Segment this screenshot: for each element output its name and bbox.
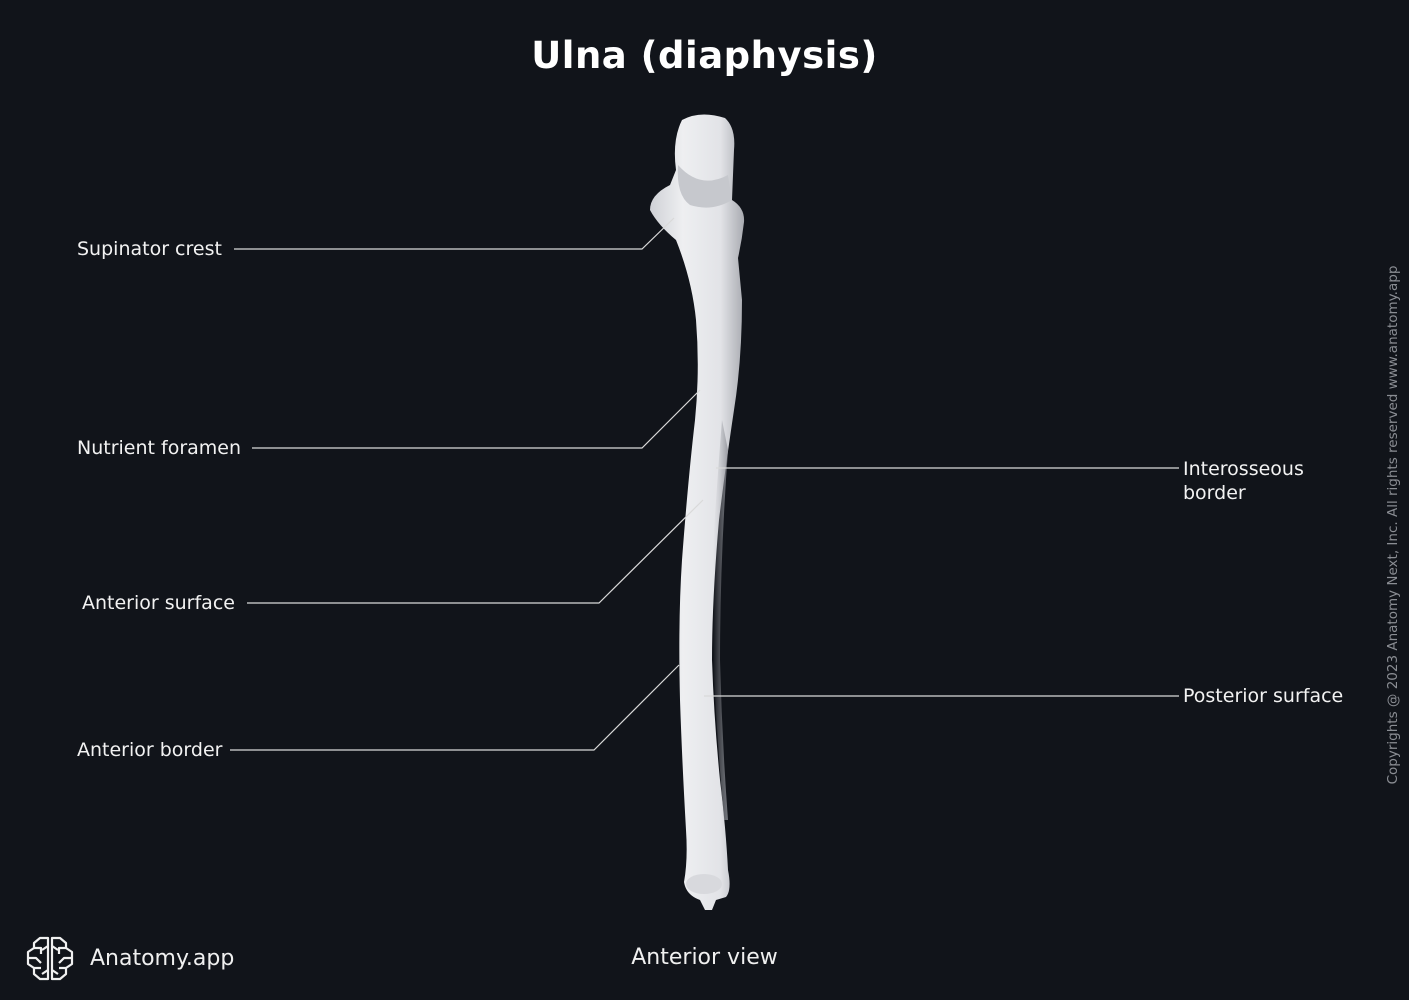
leader-lines — [230, 217, 1179, 751]
label-nutrient-foramen: Nutrient foramen — [77, 437, 242, 459]
leader-nutrient-foramen — [252, 389, 701, 449]
olecranon-shadow — [677, 165, 732, 208]
label-anterior-border: Anterior border — [77, 739, 223, 761]
interosseous-ridge — [713, 420, 728, 820]
brand-logo[interactable]: Anatomy.app — [24, 934, 234, 982]
leader-supinator-crest — [234, 217, 675, 250]
label-anterior-surface: Anterior surface — [82, 592, 235, 614]
ulna-shaft — [650, 114, 745, 910]
label-supinator-crest: Supinator crest — [77, 238, 222, 260]
brain-icon — [26, 936, 74, 981]
label-interosseous-border: Interosseous border — [1183, 458, 1304, 504]
diagram-title: Ulna (diaphysis) — [531, 34, 878, 77]
distal-head — [686, 874, 722, 894]
brand-name: Anatomy.app — [90, 945, 235, 971]
copyright-notice: Copyrights @ 2023 Anatomy Next, Inc. All… — [1385, 265, 1401, 785]
label-posterior-surface: Posterior surface — [1183, 685, 1344, 707]
ulna-bone — [650, 114, 745, 910]
leader-anterior-border — [230, 664, 680, 751]
view-label: Anterior view — [631, 945, 778, 970]
leader-anterior-surface — [247, 499, 704, 604]
